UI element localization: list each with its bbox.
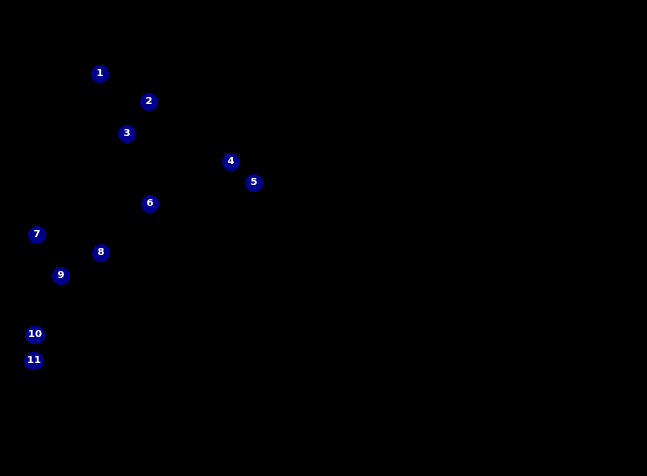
som-marker-3[interactable]: 3 bbox=[118, 125, 136, 143]
som-marker-9[interactable]: 9 bbox=[52, 267, 70, 285]
som-marker-6[interactable]: 6 bbox=[141, 195, 159, 213]
som-marker-4[interactable]: 4 bbox=[222, 153, 240, 171]
som-marker-1[interactable]: 1 bbox=[91, 65, 109, 83]
som-marker-8[interactable]: 8 bbox=[92, 244, 110, 262]
som-marker-7[interactable]: 7 bbox=[28, 226, 46, 244]
som-marker-10[interactable]: 10 bbox=[25, 326, 45, 344]
som-marker-11[interactable]: 11 bbox=[24, 352, 44, 370]
som-marker-5[interactable]: 5 bbox=[245, 174, 263, 192]
som-marker-2[interactable]: 2 bbox=[140, 93, 158, 111]
